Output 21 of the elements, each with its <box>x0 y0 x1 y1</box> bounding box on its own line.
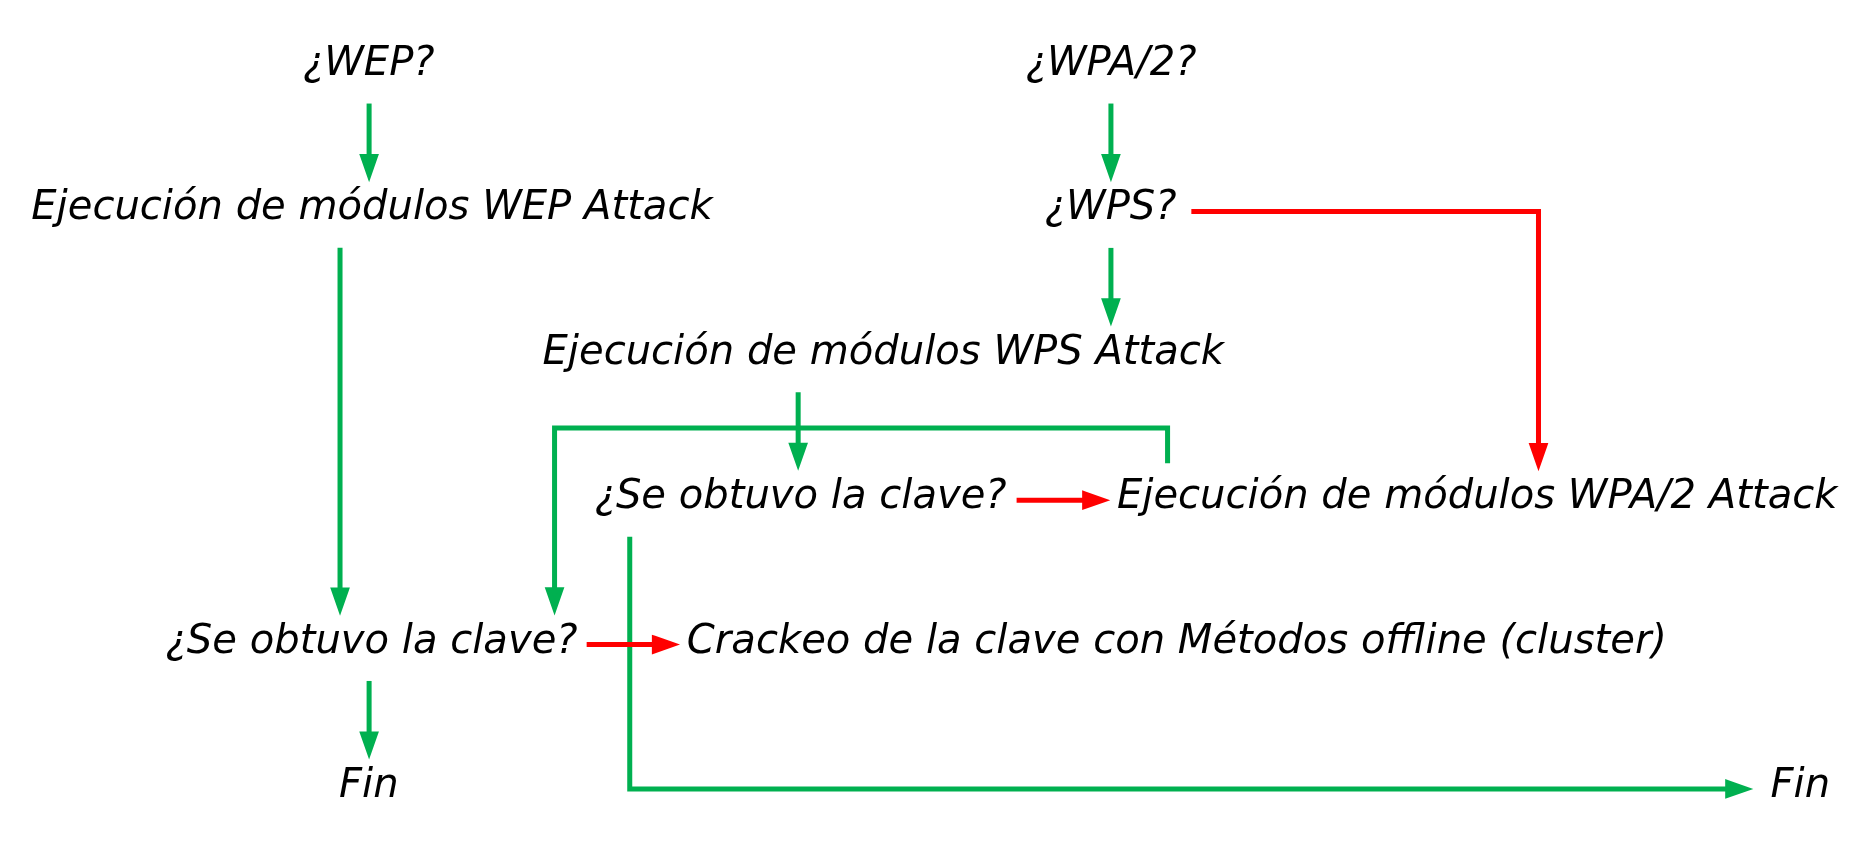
arrow <box>1100 103 1121 183</box>
arrow <box>787 392 808 471</box>
arrow <box>329 247 350 616</box>
node-text: ¿WPA/2? <box>1025 38 1196 85</box>
node-text: ¿Se obtuvo la clave? <box>165 615 578 662</box>
node-text: Ejecución de módulos WEP Attack <box>30 182 713 229</box>
node-text: Fin <box>1770 759 1830 806</box>
node-text: ¿WEP? <box>302 38 435 85</box>
arrow <box>1100 247 1121 327</box>
node-text: Ejecución de módulos WPA/2 Attack <box>1116 471 1837 518</box>
node-text: ¿Se obtuvo la clave? <box>594 471 1007 518</box>
node-text: Fin <box>338 759 399 806</box>
arrow <box>626 536 1753 799</box>
arrow <box>1016 490 1110 511</box>
node-text: ¿WPS? <box>1044 182 1177 229</box>
arrow <box>1190 208 1548 472</box>
arrow <box>586 634 680 655</box>
node-text: Crackeo de la clave con Métodos offline (cluster) <box>686 615 1667 662</box>
node-text: Ejecución de módulos WPS Attack <box>542 326 1224 373</box>
arrow <box>358 680 379 760</box>
arrow <box>358 103 379 183</box>
